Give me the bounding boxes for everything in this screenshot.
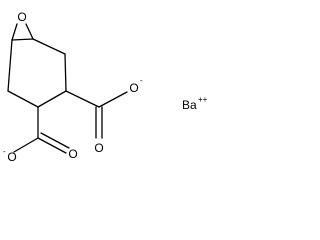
cyclohexane-ring — [7, 38, 67, 108]
ring-bond-c4-c5 — [37, 90, 67, 108]
ring-bond-c2-c3 — [32, 38, 66, 55]
epoxide-bond-c1-o — [11, 23, 18, 41]
carboxylate-top-ring-bond — [65, 90, 100, 108]
epoxide-ring — [11, 23, 34, 41]
epoxide-bond-o-c2 — [25, 23, 34, 40]
carboxylate-top-single-bond — [98, 91, 128, 108]
ring-bond-c6-c1 — [7, 39, 13, 92]
carboxylate-bottom-double-bond-b — [40, 132, 70, 149]
chemical-structure: O O - O O - O Ba ++ — [3, 10, 208, 164]
carboxylate-top-charge: - — [140, 76, 143, 85]
carboxylate-bottom-single-oxygen-label: O — [7, 150, 16, 164]
carboxylate-top-single-oxygen-label: O — [129, 81, 138, 95]
carboxylate-bottom: O O - — [3, 106, 78, 164]
carboxylate-top: O O - — [65, 76, 143, 155]
carboxylate-bottom-charge: - — [3, 147, 6, 156]
barium-charge-label: ++ — [198, 95, 208, 104]
barium-ion: Ba ++ — [182, 95, 208, 112]
carboxylate-bottom-double-bond-a — [37, 137, 67, 154]
carboxylate-top-double-oxygen-label: O — [94, 141, 103, 155]
ring-bond-c3-c4 — [64, 53, 67, 92]
epoxide-bond-c1-c2 — [11, 38, 34, 41]
barium-element-label: Ba — [182, 98, 197, 112]
carboxylate-bottom-double-oxygen-label: O — [68, 147, 77, 161]
ring-bond-c5-c6 — [7, 90, 39, 108]
carboxylate-bottom-single-bond — [13, 137, 39, 153]
epoxide-oxygen-label: O — [17, 10, 26, 24]
